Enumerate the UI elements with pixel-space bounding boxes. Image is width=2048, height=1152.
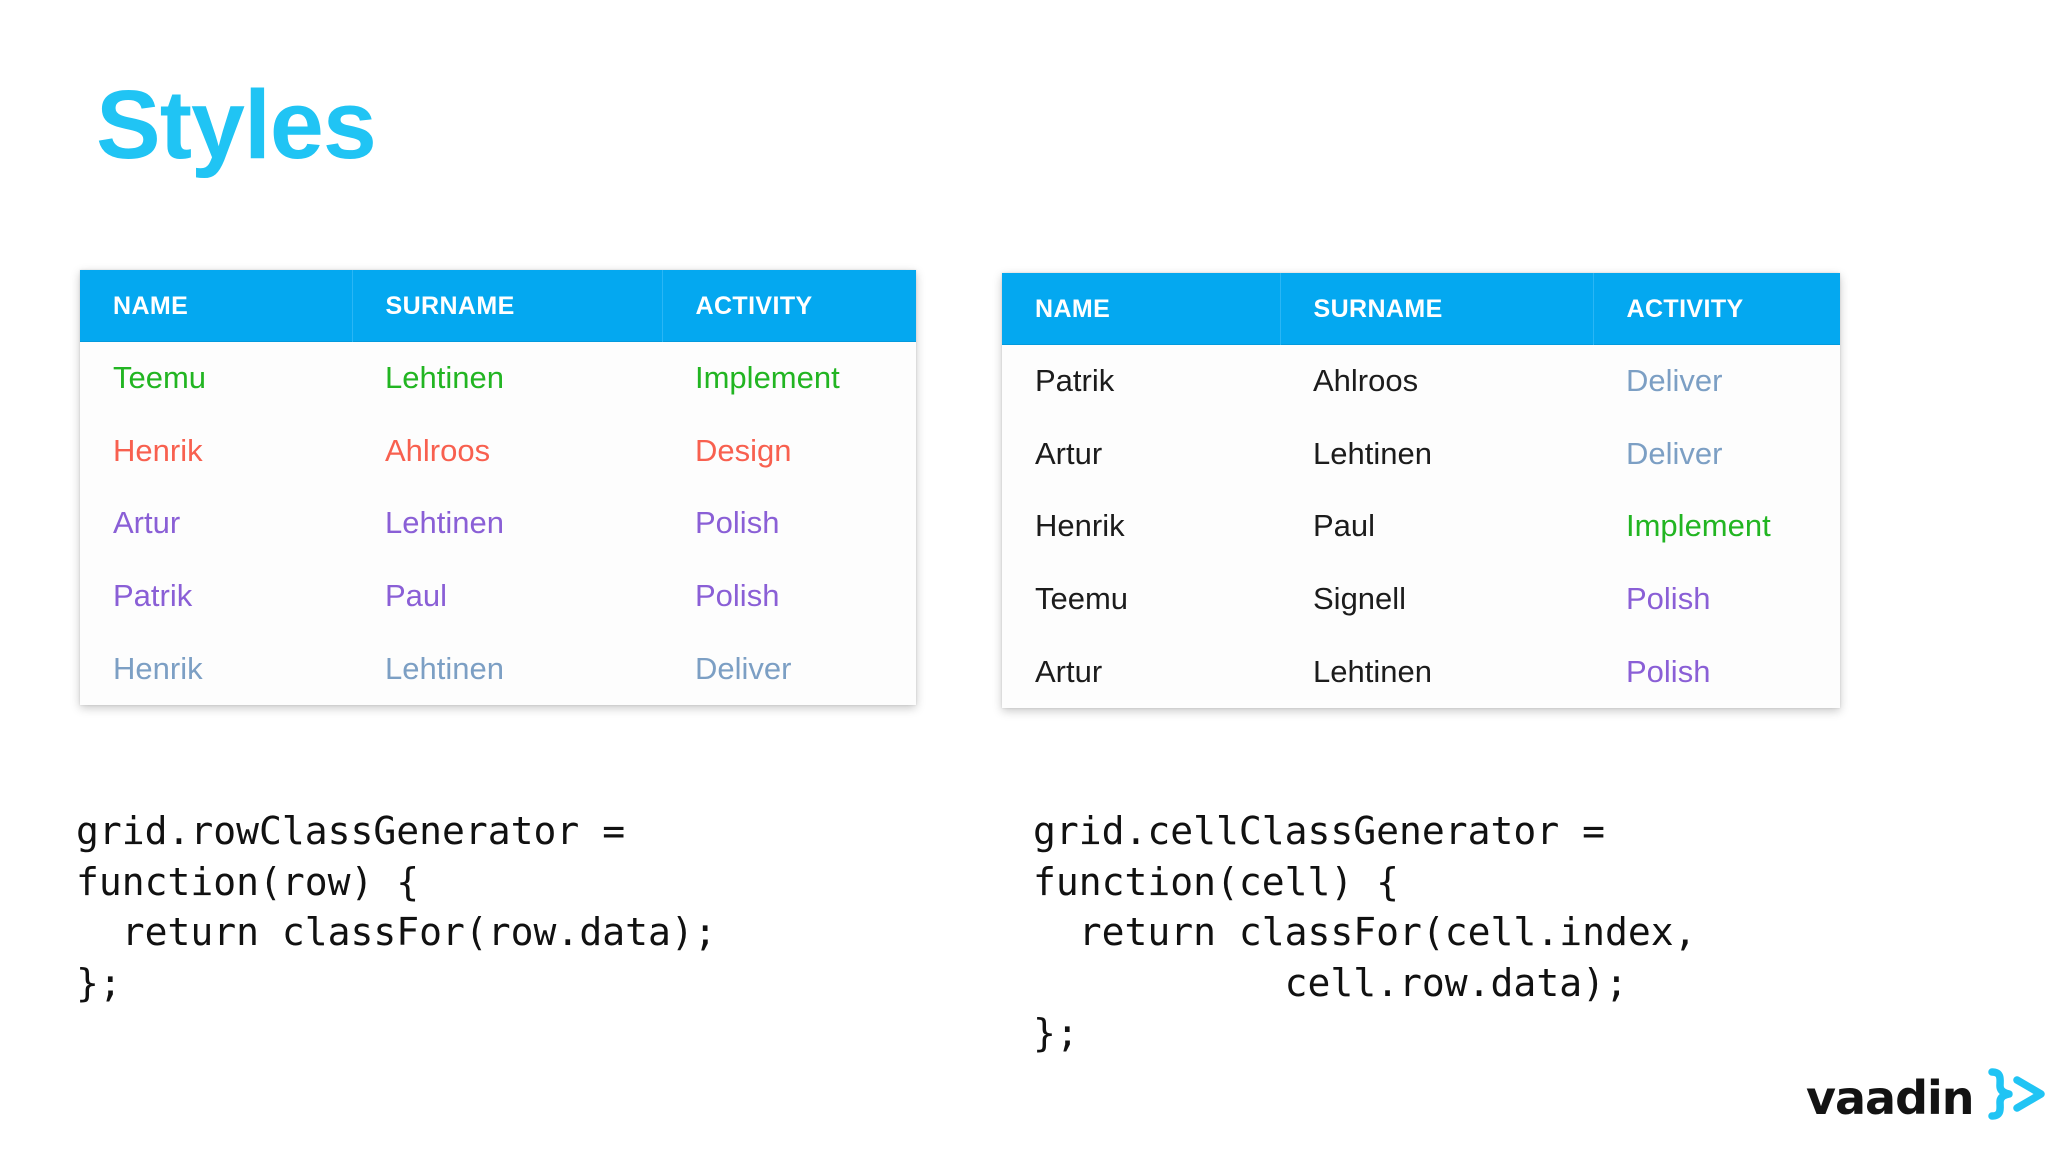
cell-activity: Deliver: [662, 632, 916, 705]
cell-name: Henrik: [80, 414, 352, 488]
column-header-name[interactable]: NAME: [80, 270, 353, 342]
cell-name: Henrik: [1002, 490, 1280, 563]
cell-surname: Lehtinen: [352, 487, 662, 560]
table-row[interactable]: Patrik Paul Polish: [80, 559, 916, 633]
cell-name: Artur: [1002, 635, 1280, 708]
cell-surname: Ahlroos: [1280, 345, 1593, 418]
grid-table: NAME SURNAME ACTIVITY Patrik Ahlroos Del…: [1002, 273, 1840, 708]
code-snippet-cell-class-generator: grid.cellClassGenerator = function(cell)…: [1033, 809, 1697, 1056]
cell-name: Henrik: [80, 632, 352, 705]
table-row[interactable]: Henrik Lehtinen Deliver: [80, 632, 916, 705]
page-title: Styles: [96, 70, 377, 179]
cell-activity: Implement: [1593, 490, 1840, 563]
column-header-surname[interactable]: SURNAME: [352, 270, 663, 342]
table-row[interactable]: Henrik Paul Implement: [1002, 490, 1840, 563]
cell-activity: Deliver: [1593, 345, 1840, 418]
grid-cell-styles: NAME SURNAME ACTIVITY Patrik Ahlroos Del…: [1002, 273, 1840, 708]
cell-name: Teemu: [1002, 562, 1280, 636]
cell-activity: Design: [662, 414, 916, 488]
column-header-activity[interactable]: ACTIVITY: [1593, 273, 1840, 345]
cell-surname: Lehtinen: [352, 342, 662, 415]
cell-activity: Polish: [1593, 562, 1840, 636]
cell-surname: Paul: [352, 559, 662, 633]
grid-body: Patrik Ahlroos Deliver Artur Lehtinen De…: [1002, 345, 1840, 708]
table-row[interactable]: Teemu Signell Polish: [1002, 562, 1840, 636]
grid-header-row: NAME SURNAME ACTIVITY: [1002, 273, 1840, 345]
table-row[interactable]: Artur Lehtinen Polish: [80, 487, 916, 560]
cell-surname: Signell: [1280, 562, 1593, 636]
cell-activity: Implement: [662, 342, 916, 415]
table-row[interactable]: Teemu Lehtinen Implement: [80, 342, 916, 415]
column-header-name[interactable]: NAME: [1002, 273, 1281, 345]
vaadin-logo: vaadin: [1806, 1068, 2046, 1127]
vaadin-brace-arrow-icon: [1986, 1068, 2046, 1127]
cell-surname: Lehtinen: [1280, 635, 1593, 708]
cell-activity: Polish: [1593, 635, 1840, 708]
cell-activity: Deliver: [1593, 417, 1840, 491]
cell-surname: Lehtinen: [352, 632, 662, 705]
cell-surname: Paul: [1280, 490, 1593, 563]
cell-activity: Polish: [662, 559, 916, 633]
vaadin-wordmark: vaadin: [1806, 1070, 1975, 1125]
table-row[interactable]: Henrik Ahlroos Design: [80, 414, 916, 488]
grid-table: NAME SURNAME ACTIVITY Teemu Lehtinen Imp…: [80, 270, 916, 705]
column-header-surname[interactable]: SURNAME: [1280, 273, 1594, 345]
cell-surname: Lehtinen: [1280, 417, 1593, 491]
grid-header-row: NAME SURNAME ACTIVITY: [80, 270, 916, 342]
grid-body: Teemu Lehtinen Implement Henrik Ahlroos …: [80, 342, 916, 705]
cell-activity: Polish: [662, 487, 916, 560]
column-header-activity[interactable]: ACTIVITY: [662, 270, 916, 342]
table-row[interactable]: Artur Lehtinen Polish: [1002, 635, 1840, 708]
cell-name: Artur: [80, 487, 352, 560]
cell-name: Patrik: [80, 559, 352, 633]
table-row[interactable]: Artur Lehtinen Deliver: [1002, 417, 1840, 491]
table-row[interactable]: Patrik Ahlroos Deliver: [1002, 345, 1840, 418]
code-snippet-row-class-generator: grid.rowClassGenerator = function(row) {…: [76, 809, 717, 1005]
cell-name: Patrik: [1002, 345, 1280, 418]
cell-name: Teemu: [80, 342, 352, 415]
cell-surname: Ahlroos: [352, 414, 662, 488]
cell-name: Artur: [1002, 417, 1280, 491]
grid-row-styles: NAME SURNAME ACTIVITY Teemu Lehtinen Imp…: [80, 270, 916, 705]
